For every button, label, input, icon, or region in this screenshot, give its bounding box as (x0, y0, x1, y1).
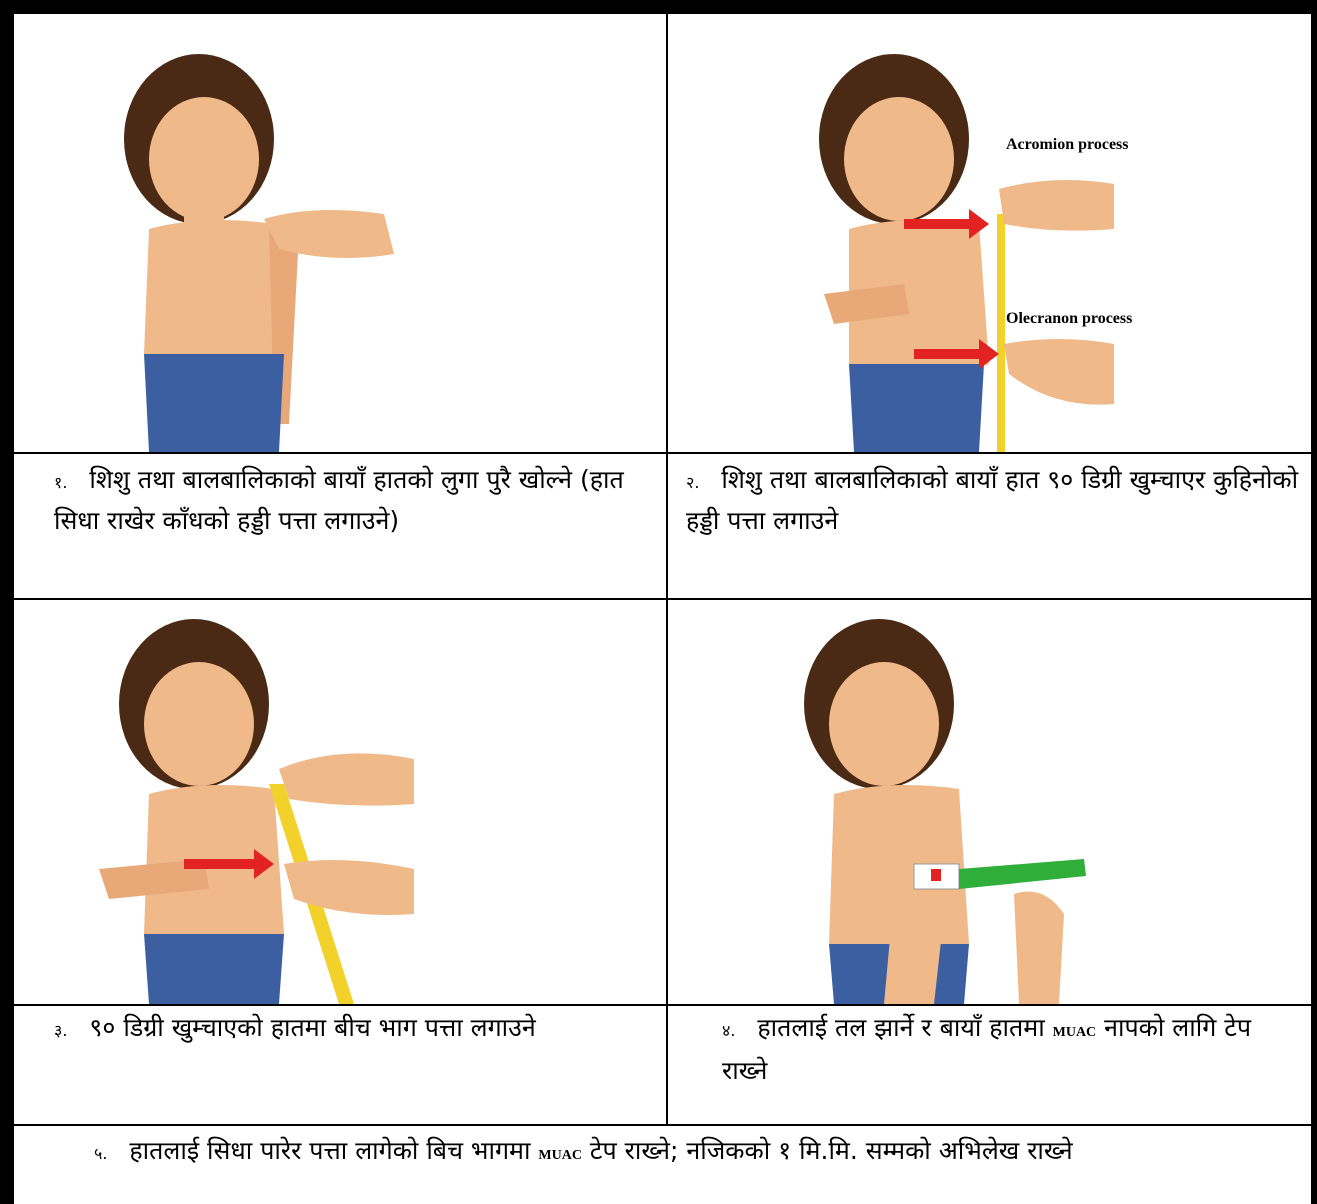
illustration-step-1 (94, 24, 394, 452)
step-number-3: ३. (54, 1012, 67, 1050)
step-text-5b: टेप राख्ने; नजिकको १ मि.मि. सम्मको अभिले… (590, 1136, 1073, 1165)
row-divider-1 (14, 452, 1311, 454)
step-number-4: ४. (722, 1012, 735, 1050)
illustration-step-4 (804, 614, 1124, 1004)
illustration-step-2 (814, 24, 1114, 452)
step-text-2: शिशु तथा बालबालिकाको बायाँ हात ९० डिग्री… (686, 465, 1298, 535)
caption-step-3: ३. ९० डिग्री खुम्चाएको हातमा बीच भाग पत्त… (54, 1009, 654, 1050)
step-number-2: २. (686, 464, 699, 502)
illustration-step-3 (94, 614, 444, 1004)
instruction-table: Acromion process Olecranon process १.शिश… (14, 14, 1311, 1204)
column-divider (666, 14, 668, 1124)
caption-step-4: ४.हातलाई तल झार्ने र बायाँ हातमा MUAC ना… (722, 1009, 1302, 1090)
step-text-4a: हातलाई तल झार्ने र बायाँ हातमा (757, 1013, 1044, 1042)
row-divider-4 (14, 1124, 1311, 1126)
step-text-3: ९० डिग्री खुम्चाएको हातमा बीच भाग पत्ता … (89, 1013, 535, 1042)
olecranon-label: Olecranon process (1006, 310, 1132, 328)
step-number-1: १. (54, 464, 67, 502)
acromion-label: Acromion process (1006, 136, 1129, 154)
row-divider-3 (14, 1004, 1311, 1006)
step-number-5: ५. (94, 1135, 107, 1173)
caption-step-1: १.शिशु तथा बालबालिकाको बायाँ हातको लुगा … (54, 461, 654, 540)
row-divider-2 (14, 598, 1311, 600)
caption-step-2: २.शिशु तथा बालबालिकाको बायाँ हात ९० डिग्… (686, 461, 1306, 540)
step-text-5a: हातलाई सिधा पारेर पत्ता लागेको बिच भागमा (129, 1136, 530, 1165)
muac-label-5: MUAC (538, 1148, 582, 1163)
muac-label-4: MUAC (1053, 1025, 1097, 1040)
step-text-1: शिशु तथा बालबालिकाको बायाँ हातको लुगा पु… (54, 465, 624, 535)
caption-step-5: ५. हातलाई सिधा पारेर पत्ता लागेको बिच भाग… (94, 1132, 1304, 1175)
